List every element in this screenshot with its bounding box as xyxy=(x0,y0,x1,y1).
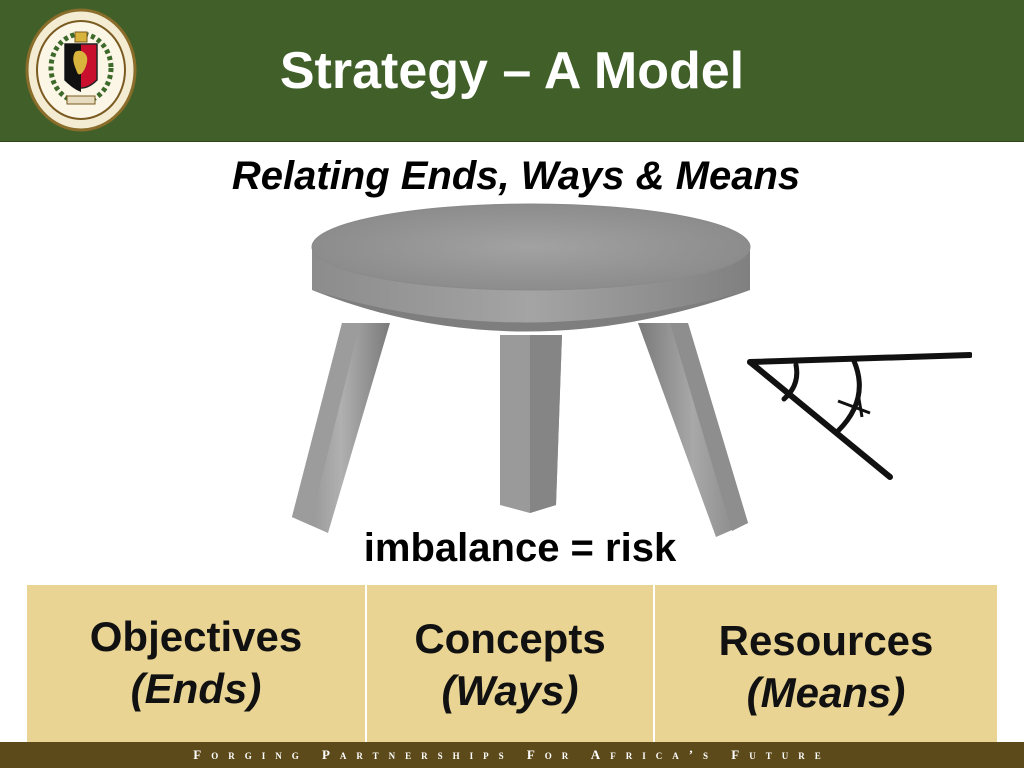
africa-center-seal-icon xyxy=(25,8,137,132)
column-label: Concepts xyxy=(414,615,606,662)
ends-ways-means-table: Objectives (Ends) Concepts (Ways) Resour… xyxy=(27,585,997,742)
column-resources: Resources (Means) xyxy=(655,585,997,742)
subtitle: Relating Ends, Ways & Means xyxy=(231,154,801,198)
column-concepts: Concepts (Ways) xyxy=(367,585,655,742)
column-label: Resources xyxy=(718,617,934,664)
three-legged-stool-icon xyxy=(292,203,751,537)
imbalance-caption: imbalance = risk xyxy=(363,526,677,570)
page-title: Strategy – A Model xyxy=(279,42,745,100)
column-label: Objectives xyxy=(89,613,303,660)
footer-tagline: Forging Partnerships For Africa’s Future xyxy=(0,742,1024,768)
column-sublabel: (Ends) xyxy=(130,665,262,712)
column-objectives: Objectives (Ends) xyxy=(27,585,367,742)
header-bar: Strategy – A Model xyxy=(0,0,1024,142)
column-sublabel: (Means) xyxy=(746,669,906,716)
angle-risk-icon xyxy=(747,352,972,480)
column-sublabel: (Ways) xyxy=(441,667,579,714)
